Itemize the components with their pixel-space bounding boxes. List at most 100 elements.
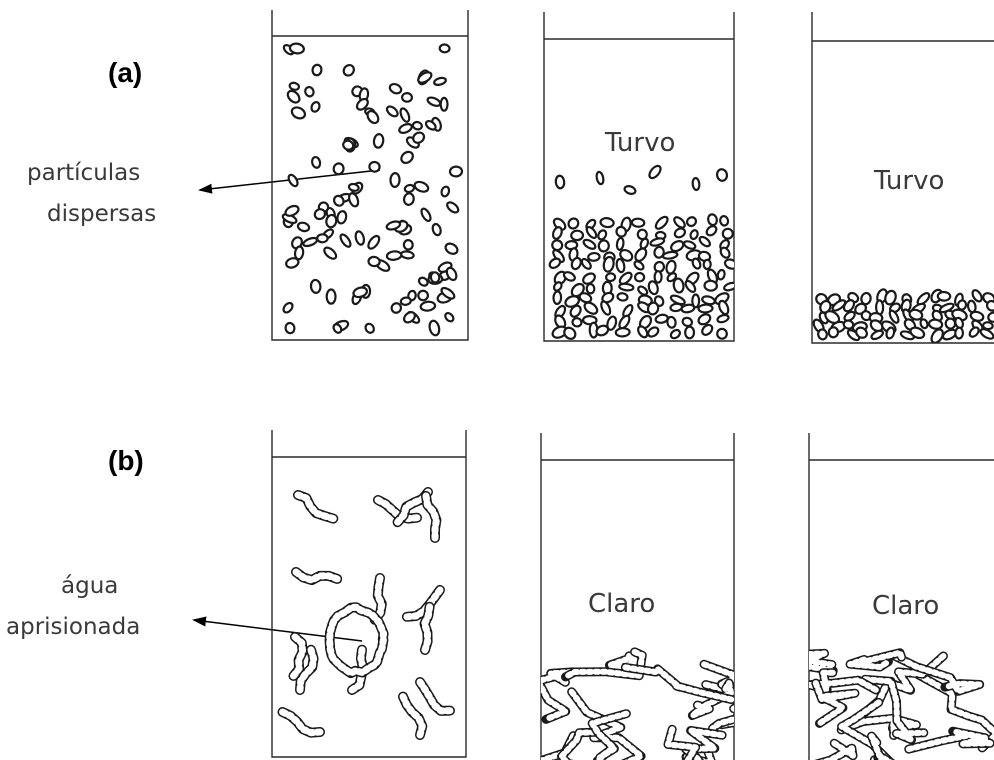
particle <box>985 299 994 312</box>
vessel-b1-outline <box>271 430 467 758</box>
particle <box>855 326 868 339</box>
particle <box>286 89 301 104</box>
particle <box>403 183 416 194</box>
particle <box>691 176 701 192</box>
particle <box>595 324 610 337</box>
particle <box>290 106 307 120</box>
particle <box>600 300 612 316</box>
dispersed-particles <box>281 42 464 337</box>
network-strand-beads <box>558 729 598 760</box>
state-label-a-middle: Turvo <box>604 128 675 158</box>
particle <box>419 300 437 312</box>
particle <box>684 279 697 293</box>
particle <box>569 304 582 318</box>
particle <box>909 326 926 340</box>
particle <box>908 308 924 321</box>
particle <box>619 248 634 262</box>
vessel-b-flocculated <box>271 430 467 758</box>
particle <box>971 289 983 303</box>
particle <box>420 207 432 223</box>
particle <box>440 286 456 300</box>
network-strand-beads <box>622 664 734 703</box>
network-strand-beads <box>847 649 905 670</box>
particle <box>618 271 633 285</box>
particle <box>583 301 599 315</box>
network-strand-beads <box>868 733 893 760</box>
particle <box>309 278 322 294</box>
vessel-b-right: Claro <box>808 433 994 760</box>
particle <box>869 319 884 333</box>
particle <box>402 192 415 206</box>
particle <box>288 42 305 55</box>
particle <box>689 229 699 241</box>
particle <box>580 257 592 270</box>
particle <box>885 326 896 340</box>
particle <box>372 133 385 149</box>
particle <box>400 250 415 260</box>
particle <box>884 289 897 306</box>
particle <box>954 326 965 340</box>
vessel-a-middle: Turvo <box>543 12 735 342</box>
network-strand-beads <box>892 653 983 695</box>
particle <box>282 301 294 314</box>
network-strand-beads <box>809 669 880 693</box>
floc-chain-beads <box>294 491 337 523</box>
particle <box>927 318 944 330</box>
particle <box>595 170 605 186</box>
particle <box>843 310 856 322</box>
particle <box>691 293 701 309</box>
floc-chain-beads <box>374 496 421 523</box>
particle <box>417 276 429 287</box>
particle <box>719 246 731 259</box>
particle <box>672 277 685 294</box>
particle <box>648 164 662 180</box>
particle <box>647 280 659 296</box>
particle <box>390 302 403 314</box>
particle <box>665 259 677 275</box>
network-strand-beads <box>541 668 577 723</box>
settling-particles <box>548 164 734 340</box>
floc-chain-beads <box>416 678 454 715</box>
particle <box>352 286 369 299</box>
particle <box>367 255 381 268</box>
network-strand-beads <box>812 680 858 727</box>
particle <box>364 322 375 334</box>
callout-a-line-2: dispersas <box>47 201 156 227</box>
callout-b-line-1: água <box>61 573 118 599</box>
particle <box>325 288 337 305</box>
particle <box>563 326 577 340</box>
particle <box>445 266 458 282</box>
floc-chain-beads <box>279 708 324 737</box>
compacted-floc-network <box>809 648 994 760</box>
particle <box>347 192 360 208</box>
particle <box>402 311 417 324</box>
particle <box>599 217 615 229</box>
network-strand-beads <box>701 661 734 732</box>
particle <box>697 313 712 326</box>
particle <box>399 107 411 123</box>
particle <box>417 71 433 84</box>
particle <box>702 258 712 271</box>
particle <box>424 119 437 131</box>
particle <box>433 76 447 86</box>
callout-b-line-2: aprisionada <box>6 614 140 640</box>
particle <box>288 81 301 91</box>
particle <box>919 318 929 330</box>
state-label-b-middle: Claro <box>588 589 655 619</box>
particle <box>707 213 718 227</box>
particle <box>647 326 660 338</box>
particle <box>888 309 900 324</box>
particle <box>332 323 343 334</box>
network-strand-beads <box>915 671 994 751</box>
particle <box>649 237 666 247</box>
row-a: (a) partículas dispersas Turvo Turvo <box>27 10 994 344</box>
particle <box>614 327 631 338</box>
state-label-b-right: Claro <box>872 591 939 621</box>
particle <box>587 251 601 262</box>
particle <box>552 281 563 292</box>
network-strand-beads <box>905 728 994 753</box>
particle <box>669 302 684 313</box>
particle <box>716 268 726 281</box>
particle <box>723 258 734 270</box>
particle <box>385 250 403 261</box>
